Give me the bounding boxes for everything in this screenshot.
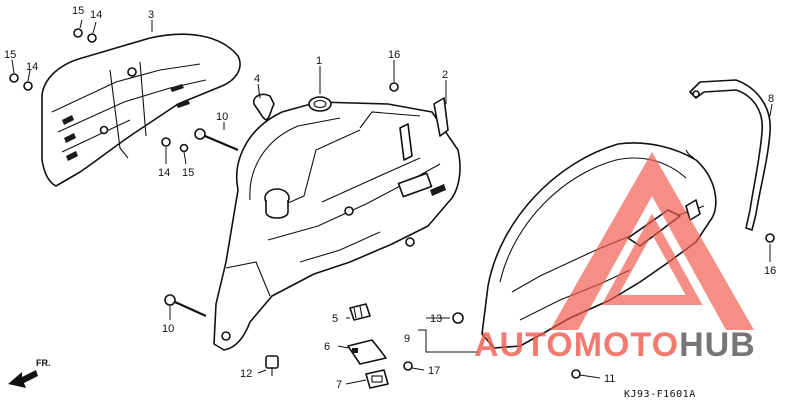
callout-9: 9 — [404, 333, 410, 345]
callout-14b: 14 — [26, 61, 38, 73]
callout-1: 1 — [316, 55, 322, 67]
callout-5: 5 — [332, 313, 338, 325]
callout-7: 7 — [336, 379, 342, 391]
callout-14c: 14 — [158, 167, 170, 179]
callout-10b: 10 — [162, 323, 174, 335]
part-bolt-upper — [194, 128, 239, 152]
front-direction-label: FR. — [36, 358, 51, 368]
front-direction-indicator: FR. — [8, 358, 51, 388]
callout-10a: 10 — [216, 111, 228, 123]
callout-8: 8 — [768, 93, 774, 105]
watermark-text-part2: HUB — [679, 326, 756, 364]
part-stay-bracket — [689, 79, 771, 231]
front-arrow-icon — [8, 370, 38, 388]
callout-15a: 15 — [72, 5, 84, 17]
part-clip-7 — [365, 369, 389, 389]
callout-13: 13 — [430, 313, 442, 325]
callout-16a: 16 — [388, 49, 400, 61]
part-clip-6 — [347, 339, 387, 365]
drawing-code: KJ93-F1601A — [624, 389, 696, 400]
callout-14a: 14 — [90, 9, 102, 21]
part-grommet — [252, 93, 275, 121]
callout-12: 12 — [240, 368, 252, 380]
watermark-logo: AUTOMOTOHUB — [474, 152, 756, 364]
callout-16b: 16 — [764, 265, 776, 277]
callout-17: 17 — [428, 365, 440, 377]
leader-lines — [11, 19, 773, 385]
callout-3: 3 — [148, 9, 154, 21]
callout-labels: 1 2 3 4 5 6 7 8 9 10 10 11 12 13 14 14 1… — [4, 5, 776, 391]
callout-6: 6 — [324, 341, 330, 353]
watermark-text-part1: AUTOMOTO — [474, 326, 679, 364]
callout-15c: 15 — [182, 167, 194, 179]
callout-2: 2 — [442, 69, 448, 81]
watermark-triangle-icon — [550, 152, 754, 330]
part-drain-plug — [265, 355, 279, 376]
part-bolt-lower — [164, 294, 207, 318]
part-upper-cover — [41, 33, 241, 187]
watermark-text: AUTOMOTOHUB — [474, 326, 756, 364]
part-small-fasteners — [9, 28, 775, 379]
part-clip-5 — [349, 303, 371, 321]
callout-15b: 15 — [4, 49, 16, 61]
part-main-case — [213, 97, 461, 351]
part-o-ring — [308, 96, 332, 112]
callout-4: 4 — [254, 73, 260, 85]
callout-11: 11 — [604, 373, 615, 385]
